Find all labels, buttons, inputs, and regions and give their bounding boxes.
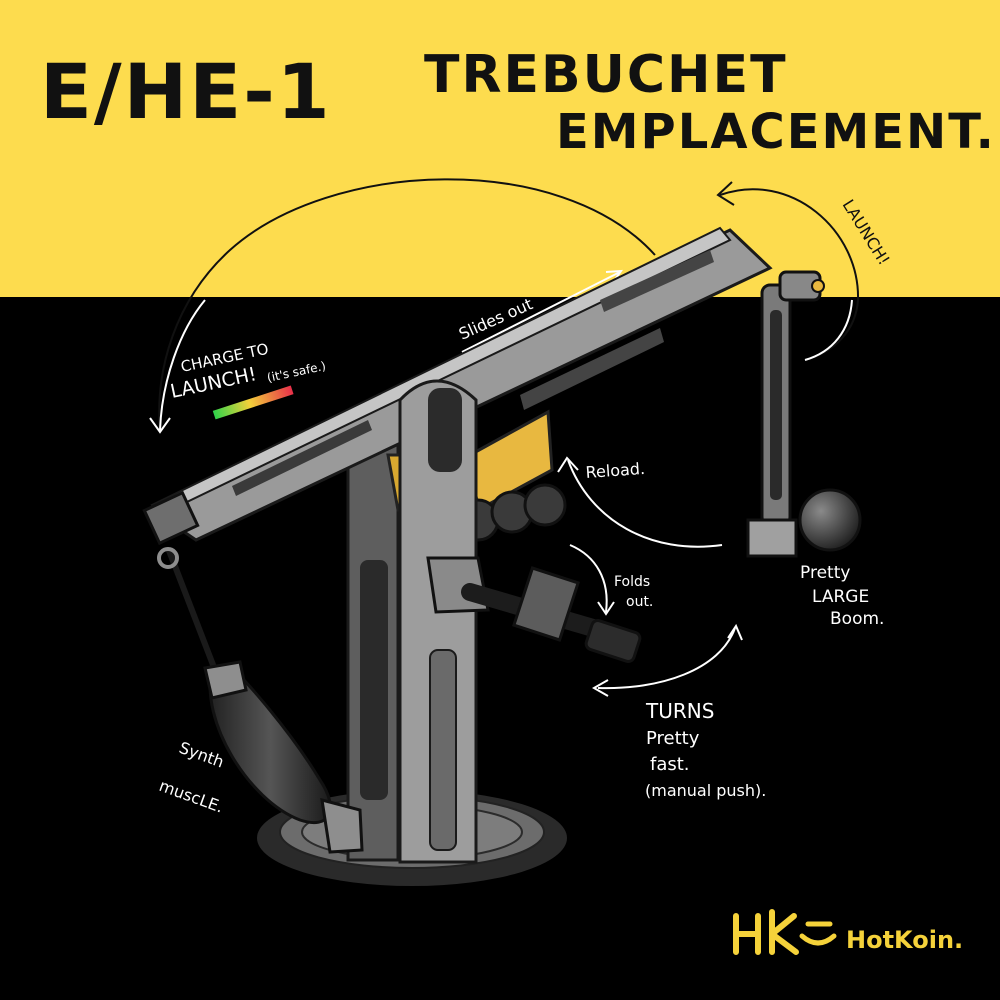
turns-line3: fast. <box>650 754 690 775</box>
folds-out-line2: out. <box>626 594 653 610</box>
ammo-canister-3 <box>523 483 567 527</box>
title-block: E/HE-1 TREBUCHET EMPLACEMENT. <box>40 45 996 160</box>
drop-arm-clamp <box>746 518 798 558</box>
turns-arrowhead-right <box>727 623 743 641</box>
boom-line2: LARGE <box>812 587 869 607</box>
launch-arc-arrow-lower <box>804 299 853 361</box>
arm-slot-3 <box>600 250 714 312</box>
sling-rope <box>165 546 218 672</box>
launch-arrowhead <box>716 181 735 206</box>
muscle-anchor <box>320 797 364 854</box>
brand-name: HotKoin. <box>846 926 963 954</box>
hk-smile-logo-icon <box>733 909 837 955</box>
rear-pillar-slot <box>360 560 388 800</box>
black-lower-band <box>0 297 1000 1000</box>
boom-line3: Boom. <box>830 609 884 629</box>
launch-arc-arrow <box>719 188 860 361</box>
folds-out-note: Folds out. <box>614 574 653 610</box>
turns-arrow <box>597 627 736 690</box>
turns-note: TURNS Pretty fast. (manual push). <box>645 699 766 800</box>
arm-slot-2 <box>520 328 664 410</box>
charge-meter-icon <box>212 385 294 420</box>
boom-line1: Pretty <box>800 563 850 583</box>
slides-out-arrow <box>461 271 621 353</box>
reload-label: Reload. <box>585 459 646 482</box>
title-code: E/HE-1 <box>40 47 332 136</box>
turns-arrowhead-left <box>591 679 609 697</box>
folds-out-arrow <box>569 544 608 613</box>
turns-line1: TURNS <box>645 699 714 723</box>
title-line1: TREBUCHET <box>424 45 788 105</box>
charge-arc-lower <box>159 299 206 431</box>
turns-line4: (manual push). <box>645 781 766 800</box>
turns-line2: Pretty <box>646 728 700 749</box>
muscle-cap <box>203 660 248 700</box>
front-pillar-window <box>428 388 462 472</box>
title-line2: EMPLACEMENT. <box>556 104 996 160</box>
payload-ball <box>798 488 862 552</box>
boom-note: Pretty LARGE Boom. <box>800 563 884 629</box>
arm-end-left <box>142 490 200 546</box>
handle-tip <box>584 619 642 663</box>
brand-logo: HotKoin. <box>733 909 963 955</box>
charge-arc-arrow <box>158 178 656 431</box>
reload-arrowhead <box>557 456 579 473</box>
charge-arc-arrowhead <box>149 417 171 434</box>
drop-arm-slot <box>770 310 782 500</box>
arm-end-cap-light <box>811 279 825 293</box>
arm-slot-1 <box>232 420 372 496</box>
reload-arrow <box>567 459 723 548</box>
sling-hook <box>157 547 179 569</box>
folds-out-arrowhead <box>597 601 615 616</box>
folds-out-line1: Folds <box>614 574 650 590</box>
handle-grip <box>512 566 580 642</box>
front-pillar-groove <box>429 649 457 851</box>
yellow-header-band <box>0 0 1000 297</box>
